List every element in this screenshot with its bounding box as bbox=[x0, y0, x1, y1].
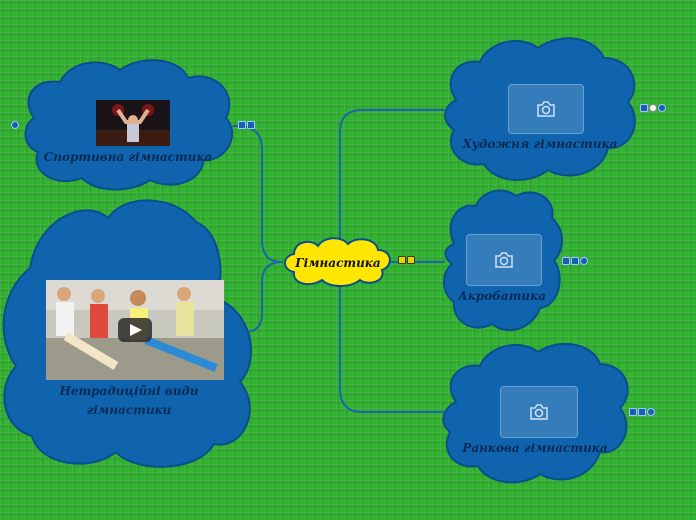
cloud-shape bbox=[444, 37, 636, 182]
topic-akrobatyka[interactable]: Акробатика bbox=[440, 188, 564, 334]
topic-label: Художня гімнастика bbox=[462, 137, 618, 151]
aerobics-video-thumbnail[interactable] bbox=[46, 280, 224, 380]
camera-icon bbox=[537, 101, 555, 117]
topic-icons bbox=[640, 104, 666, 112]
notes-icon[interactable] bbox=[398, 256, 406, 264]
cloud-shape bbox=[443, 189, 563, 332]
gymnast-photo bbox=[96, 100, 170, 146]
topic-icons bbox=[562, 257, 588, 265]
notes-icon[interactable] bbox=[238, 121, 246, 129]
checkbox-icon[interactable] bbox=[407, 256, 415, 264]
topic-icons bbox=[238, 121, 255, 129]
central-topic-icons bbox=[398, 256, 415, 264]
camera-icon bbox=[530, 404, 548, 420]
notes-icon[interactable] bbox=[629, 408, 637, 416]
center-cloud-shape bbox=[284, 237, 391, 287]
topic-label: Ранкова гімнастика bbox=[462, 441, 608, 455]
topic-label-line2: гімнастики bbox=[86, 403, 172, 417]
link-icon[interactable] bbox=[649, 104, 657, 112]
collapse-marker bbox=[11, 121, 19, 129]
image-placeholder bbox=[500, 386, 578, 438]
topic-netradytsiini[interactable]: Нетрадиційні види гімнастики bbox=[0, 198, 258, 470]
image-placeholder bbox=[508, 84, 584, 134]
topic-khudozhnia[interactable]: Художня гімнастика bbox=[442, 36, 638, 182]
image-placeholder bbox=[466, 234, 542, 286]
notes-icon[interactable] bbox=[640, 104, 648, 112]
central-topic[interactable]: Гімнастика bbox=[280, 234, 396, 288]
collapse-dot-icon[interactable] bbox=[580, 257, 588, 265]
checkbox-icon[interactable] bbox=[638, 408, 646, 416]
checkbox-icon[interactable] bbox=[571, 257, 579, 265]
topic-label: Акробатика bbox=[457, 289, 547, 303]
collapse-dot-icon[interactable] bbox=[658, 104, 666, 112]
topic-label-line1: Нетрадиційні види bbox=[59, 384, 199, 398]
camera-icon bbox=[495, 252, 513, 268]
topic-rankova[interactable]: Ранкова гімнастика bbox=[440, 340, 630, 486]
topic-icons bbox=[629, 408, 655, 416]
notes-icon[interactable] bbox=[562, 257, 570, 265]
topic-sportyvna[interactable]: Спортивна гімнастика bbox=[20, 58, 236, 192]
checkbox-icon[interactable] bbox=[247, 121, 255, 129]
central-topic-label: Гімнастика bbox=[295, 256, 381, 270]
collapse-dot-icon[interactable] bbox=[647, 408, 655, 416]
collapse-dot-icon[interactable] bbox=[11, 121, 19, 129]
topic-label: Спортивна гімнастика bbox=[43, 150, 213, 164]
